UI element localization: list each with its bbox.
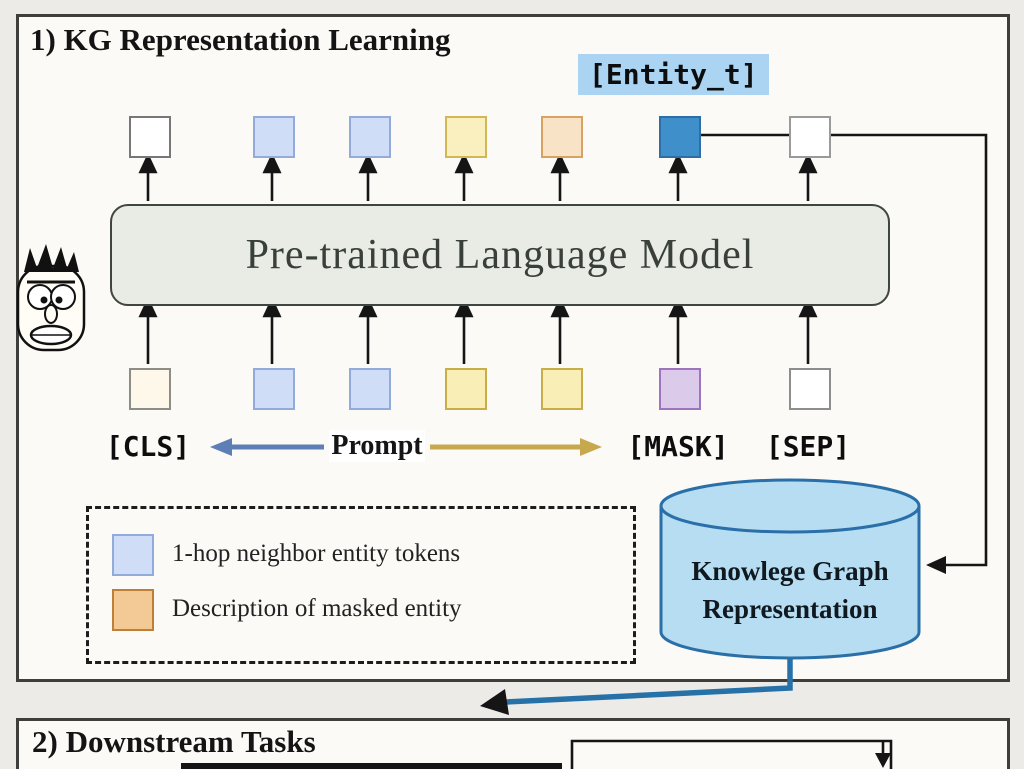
prompt-label: Prompt	[329, 430, 425, 462]
output-token	[445, 116, 487, 158]
kg-cylinder-label-line2: Representation	[702, 594, 878, 624]
output-token	[349, 116, 391, 158]
kg-cylinder-top	[659, 478, 921, 534]
legend-box	[86, 506, 636, 664]
output-token	[541, 116, 583, 158]
output-token-entity	[659, 116, 701, 158]
legend-swatch-neighbor	[112, 534, 154, 576]
legend-label-description: Description of masked entity	[172, 595, 462, 622]
sep-label: [SEP]	[765, 430, 851, 463]
input-token	[349, 368, 391, 410]
input-token-mask	[659, 368, 701, 410]
input-token-cls	[129, 368, 171, 410]
section1-title: 1) KG Representation Learning	[30, 22, 451, 57]
legend-swatch-description	[112, 589, 154, 631]
legend-label-neighbor: 1-hop neighbor entity tokens	[172, 540, 461, 567]
bert-mascot-illustration	[16, 244, 86, 352]
output-token	[129, 116, 171, 158]
input-token	[445, 368, 487, 410]
section2-title: 2) Downstream Tasks	[32, 724, 316, 759]
kg-cylinder-label-line1: Knowlege Graph	[691, 556, 889, 586]
output-token	[253, 116, 295, 158]
input-token-sep	[789, 368, 831, 410]
input-token	[253, 368, 295, 410]
mask-label: [MASK]	[627, 430, 729, 463]
output-token	[789, 116, 831, 158]
entity-t-label: [Entity_t]	[578, 54, 769, 95]
plm-box: Pre-trained Language Model	[110, 204, 890, 306]
input-token	[541, 368, 583, 410]
plm-label: Pre-trained Language Model	[245, 232, 755, 278]
cls-label: [CLS]	[105, 430, 191, 463]
